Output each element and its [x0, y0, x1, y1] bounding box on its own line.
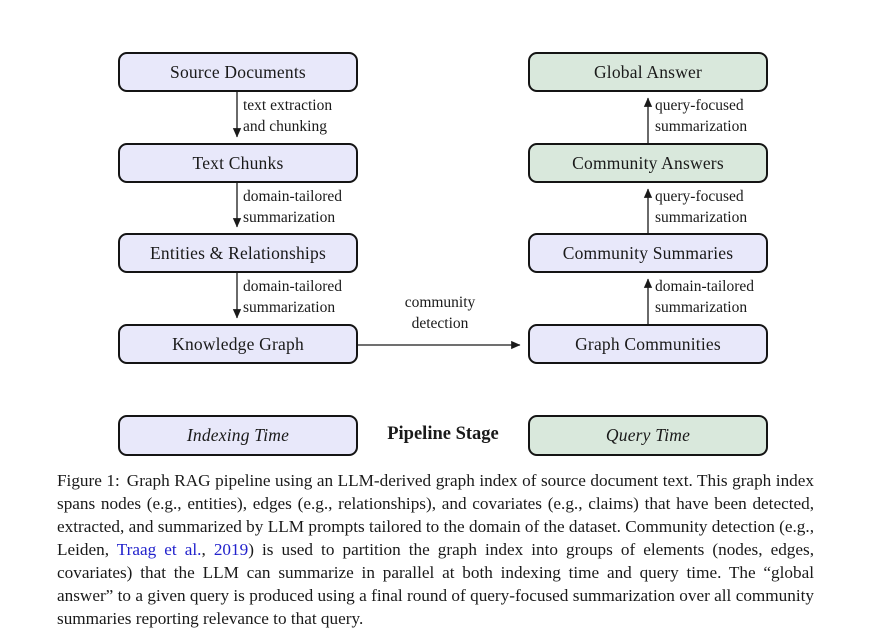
- edge-label-query-summarization-2: query-focused summarization: [655, 186, 747, 228]
- node-label: Knowledge Graph: [172, 333, 304, 354]
- node-label: Source Documents: [170, 61, 306, 82]
- edge-label-line: query-focused: [655, 188, 744, 205]
- edge-label-line: query-focused: [655, 97, 744, 114]
- legend-label: Indexing Time: [186, 425, 290, 445]
- edge-label-line: and chunking: [243, 118, 327, 135]
- node-community-answers: Community Answers: [528, 143, 768, 183]
- node-label: Graph Communities: [575, 333, 721, 354]
- legend-label: Query Time: [605, 425, 691, 445]
- figure-label: Figure 1:: [57, 471, 120, 490]
- legend-pipeline-stage-label: Pipeline Stage: [387, 424, 499, 444]
- edge-label-line: summarization: [243, 299, 336, 316]
- edge-label-line: summarization: [655, 209, 748, 226]
- edge-label-line: domain-tailored: [243, 278, 342, 295]
- edge-label-text-extraction: text extraction and chunking: [243, 95, 332, 137]
- edge-label-line: detection: [411, 315, 469, 332]
- edge-label-line: community: [404, 294, 476, 311]
- legend-indexing-time-box: Indexing Time: [118, 415, 358, 456]
- citation-link-traag[interactable]: Traag et al.: [116, 540, 202, 559]
- node-label: Text Chunks: [192, 152, 284, 173]
- node-label: Entities & Relationships: [150, 242, 326, 263]
- edge-label-line: summarization: [243, 209, 336, 226]
- node-label: Community Summaries: [562, 242, 734, 263]
- node-community-summaries: Community Summaries: [528, 233, 768, 273]
- edge-label-line: domain-tailored: [655, 278, 754, 295]
- edge-label-community-detection: community detection: [356, 292, 524, 334]
- node-text-chunks: Text Chunks: [118, 143, 358, 183]
- node-knowledge-graph: Knowledge Graph: [118, 324, 358, 364]
- edge-label-domain-summarization-3: domain-tailored summarization: [655, 276, 754, 318]
- node-source-documents: Source Documents: [118, 52, 358, 92]
- edge-label-query-summarization-1: query-focused summarization: [655, 95, 747, 137]
- figure-caption: Figure 1:Graph RAG pipeline using an LLM…: [57, 469, 814, 630]
- legend-query-time-box: Query Time: [528, 415, 768, 456]
- caption-text-after: ) is used to partition the graph index i…: [57, 540, 814, 628]
- node-label: Global Answer: [593, 61, 703, 82]
- edge-label-line: domain-tailored: [243, 188, 342, 205]
- edge-label-domain-summarization-2: domain-tailored summarization: [243, 276, 342, 318]
- node-graph-communities: Graph Communities: [528, 324, 768, 364]
- node-global-answer: Global Answer: [528, 52, 768, 92]
- edge-label-line: summarization: [655, 299, 748, 316]
- node-entities-relationships: Entities & Relationships: [118, 233, 358, 273]
- citation-link-year[interactable]: 2019: [213, 540, 249, 559]
- caption-text-before: Graph RAG pipeline using an LLM-derived …: [57, 471, 814, 559]
- node-label: Community Answers: [572, 152, 724, 173]
- edge-label-domain-summarization-1: domain-tailored summarization: [243, 186, 342, 228]
- edge-label-line: summarization: [655, 118, 748, 135]
- caption-text-between: ,: [201, 540, 214, 559]
- edge-label-line: text extraction: [243, 97, 333, 114]
